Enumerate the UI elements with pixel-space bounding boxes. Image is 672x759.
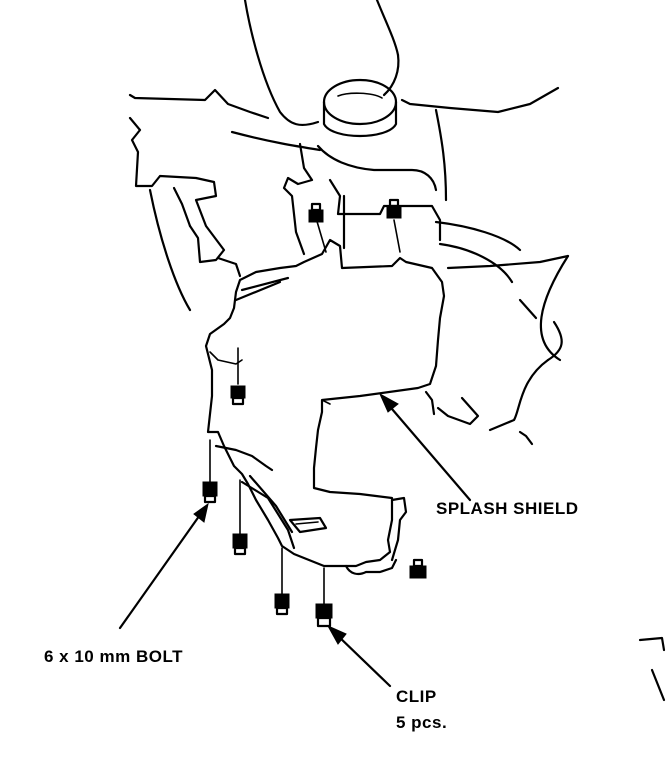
bolt-lower-center: [274, 547, 290, 616]
splash-shield-label: SPLASH SHIELD: [436, 499, 579, 518]
bolt-leader-arrow: [118, 502, 209, 630]
bolt-left-mid: [230, 347, 246, 406]
bolt-lower-left-2: [232, 479, 248, 556]
bolt-upper-left: [308, 202, 327, 253]
bolt-label: 6 x 10 mm BOLT: [44, 647, 183, 666]
splash-shield-leader-arrow: [378, 392, 472, 502]
clip-label: CLIP: [396, 687, 437, 706]
bolt-upper-right: [386, 198, 402, 253]
clip-quantity-label: 5 pcs.: [396, 713, 448, 732]
bolt-lower-left-1: [202, 439, 218, 504]
clip-lower: [315, 567, 333, 628]
clip-leader-arrow: [326, 624, 392, 688]
splash-shield-part: [204, 238, 446, 576]
engine-background-outline: [128, 0, 666, 702]
clip-right: [409, 558, 427, 579]
